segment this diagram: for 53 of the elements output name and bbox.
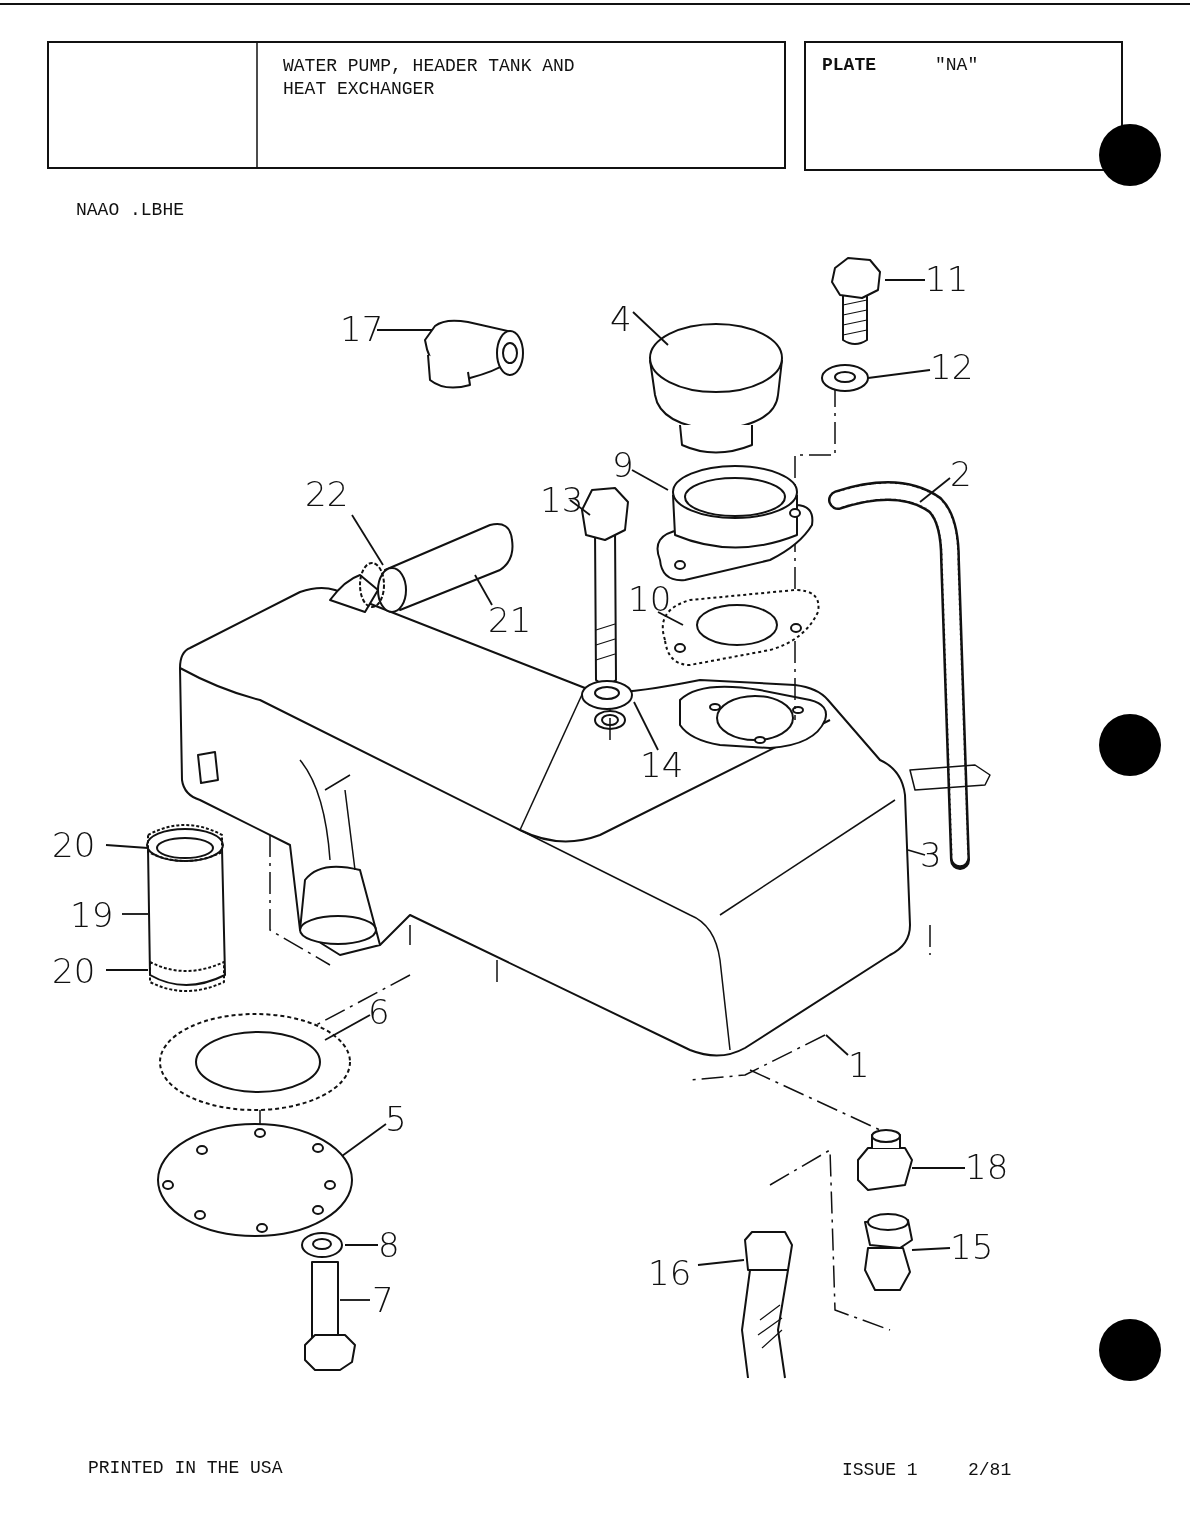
- callout-number: 5: [385, 1102, 407, 1136]
- leader-line: [341, 1123, 387, 1157]
- callout-number: 15: [950, 1230, 994, 1264]
- label: PRINTED IN THE USA: [88, 1458, 283, 1478]
- leader-line: [697, 1259, 745, 1266]
- leader-line: [633, 701, 659, 751]
- leader-line: [569, 499, 591, 516]
- label: NAAO .LBHE: [76, 200, 185, 220]
- label: "NA": [935, 55, 979, 75]
- callout-number: 22: [305, 477, 349, 511]
- label: ISSUE 1: [842, 1460, 918, 1480]
- leader-line: [919, 477, 951, 503]
- callout-number: 18: [965, 1150, 1009, 1184]
- callout-number: 13: [540, 483, 584, 517]
- callout-number: 17: [340, 312, 384, 346]
- leader-line: [324, 1014, 371, 1041]
- callout-number: 12: [930, 350, 974, 384]
- callout-number: 7: [372, 1283, 394, 1317]
- leader-line: [907, 849, 926, 856]
- callout-number: 2: [950, 457, 972, 491]
- callout-number: 14: [640, 748, 684, 782]
- leader-line: [121, 913, 149, 915]
- callout-number: 3: [920, 838, 942, 872]
- label: PLATE: [822, 55, 876, 75]
- callout-number: 21: [488, 603, 532, 637]
- callout-number: 19: [70, 898, 114, 932]
- leader-line: [105, 844, 149, 849]
- leader-line: [376, 329, 433, 331]
- callout-number: 9: [612, 448, 634, 482]
- callout-number: 6: [368, 995, 390, 1029]
- leader-line: [825, 1034, 849, 1056]
- leader-line: [657, 611, 684, 626]
- title: WATER PUMP, HEADER TANK AND HEAT EXCHANGER: [283, 55, 576, 101]
- callout-number: 20: [52, 828, 96, 862]
- leader-line: [344, 1244, 379, 1246]
- leader-line: [632, 311, 669, 346]
- callout-number: 11: [925, 262, 969, 296]
- leader-line: [867, 369, 931, 379]
- callout-number: 10: [628, 582, 672, 616]
- leader-line: [911, 1247, 951, 1251]
- leader-line: [105, 969, 149, 971]
- leader-line: [474, 574, 493, 606]
- callout-number: 4: [610, 302, 632, 336]
- label: 2/81: [968, 1460, 1012, 1480]
- leader-line: [631, 469, 669, 491]
- leader-line: [339, 1299, 371, 1301]
- callout-number: 1: [848, 1048, 870, 1082]
- leader-line: [911, 1167, 966, 1169]
- leader-line: [884, 279, 926, 281]
- callout-number: 20: [52, 954, 96, 988]
- callout-number: 16: [648, 1256, 692, 1290]
- callout-number: 8: [378, 1228, 400, 1262]
- leader-line: [351, 514, 384, 566]
